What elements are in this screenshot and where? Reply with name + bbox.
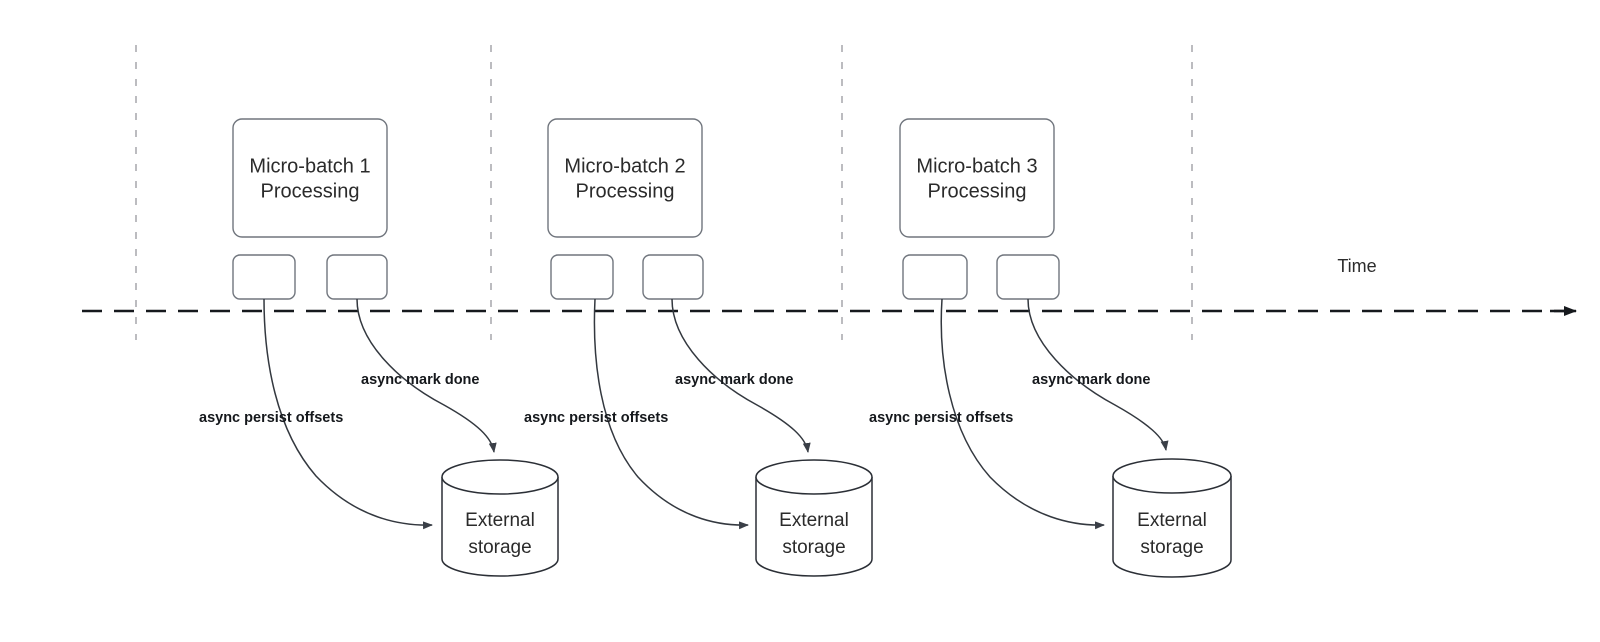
micro-batch-3-task-box-persist[interactable] bbox=[902, 254, 968, 300]
micro-batch-1-task-box-persist[interactable] bbox=[232, 254, 296, 300]
micro-batch-1-persist-offsets-arrow bbox=[263, 298, 433, 530]
micro-batch-3-external-storage-body[interactable] bbox=[1112, 476, 1232, 578]
micro-batch-2-mark-done-label: async mark done bbox=[675, 372, 793, 388]
time-axis-label: Time bbox=[1337, 256, 1376, 276]
micro-batch-2-mark-done-arrow bbox=[671, 298, 811, 453]
micro-batch-1-line2: Processing bbox=[261, 180, 360, 202]
micro-batch-group-2: Micro-batch 2 Processing async persist o… bbox=[524, 118, 873, 577]
micro-batch-2-external-storage-line1: External bbox=[779, 510, 849, 531]
micro-batch-group-1: Micro-batch 1 Processing async persist o… bbox=[199, 118, 559, 577]
micro-batch-2-external-storage-top bbox=[755, 459, 873, 495]
micro-batch-1-task-box-mark[interactable] bbox=[326, 254, 388, 300]
micro-batch-1-mark-done-label: async mark done bbox=[361, 372, 479, 388]
micro-batch-3-persist-offsets-label: async persist offsets bbox=[869, 410, 1013, 426]
micro-batch-group-3: Micro-batch 3 Processing async persist o… bbox=[869, 118, 1232, 578]
micro-batch-2-task-box-mark[interactable] bbox=[642, 254, 704, 300]
micro-batch-3-external-storage-top bbox=[1112, 458, 1232, 494]
micro-batch-2-line2: Processing bbox=[576, 180, 675, 202]
micro-batch-1-processing-box[interactable] bbox=[232, 118, 388, 238]
micro-batch-1-mark-done-arrow bbox=[356, 298, 497, 453]
micro-batch-2-processing-box[interactable] bbox=[547, 118, 703, 238]
micro-batch-2-line1: Micro-batch 2 bbox=[564, 155, 685, 177]
micro-batch-3-line1: Micro-batch 3 bbox=[916, 155, 1037, 177]
micro-batch-2-external-storage-line2: storage bbox=[782, 537, 845, 558]
micro-batch-3-external-storage-line1: External bbox=[1137, 510, 1207, 531]
micro-batch-1-external-storage-line2: storage bbox=[468, 537, 531, 558]
micro-batch-2-task-box-persist[interactable] bbox=[550, 254, 614, 300]
micro-batch-1-line1: Micro-batch 1 bbox=[249, 155, 370, 177]
micro-batch-3-line2: Processing bbox=[928, 180, 1027, 202]
micro-batch-3-processing-box[interactable] bbox=[899, 118, 1055, 238]
micro-batch-3-task-box-mark[interactable] bbox=[996, 254, 1060, 300]
micro-batch-1-external-storage-line1: External bbox=[465, 510, 535, 531]
micro-batch-1-external-storage-top bbox=[441, 459, 559, 495]
micro-batch-2-external-storage-body[interactable] bbox=[755, 477, 873, 577]
micro-batch-3-persist-offsets-arrow bbox=[940, 298, 1105, 530]
timeline-axis-group: Time bbox=[82, 256, 1577, 316]
micro-batch-2-persist-offsets-label: async persist offsets bbox=[524, 410, 668, 426]
micro-batch-3-mark-done-arrow bbox=[1027, 298, 1169, 451]
micro-batch-3-mark-done-label: async mark done bbox=[1032, 372, 1150, 388]
micro-batch-2-persist-offsets-arrow bbox=[593, 298, 749, 530]
micro-batch-3-external-storage-line2: storage bbox=[1140, 537, 1203, 558]
micro-batch-1-persist-offsets-label: async persist offsets bbox=[199, 410, 343, 426]
micro-batch-1-external-storage-body[interactable] bbox=[441, 477, 559, 577]
